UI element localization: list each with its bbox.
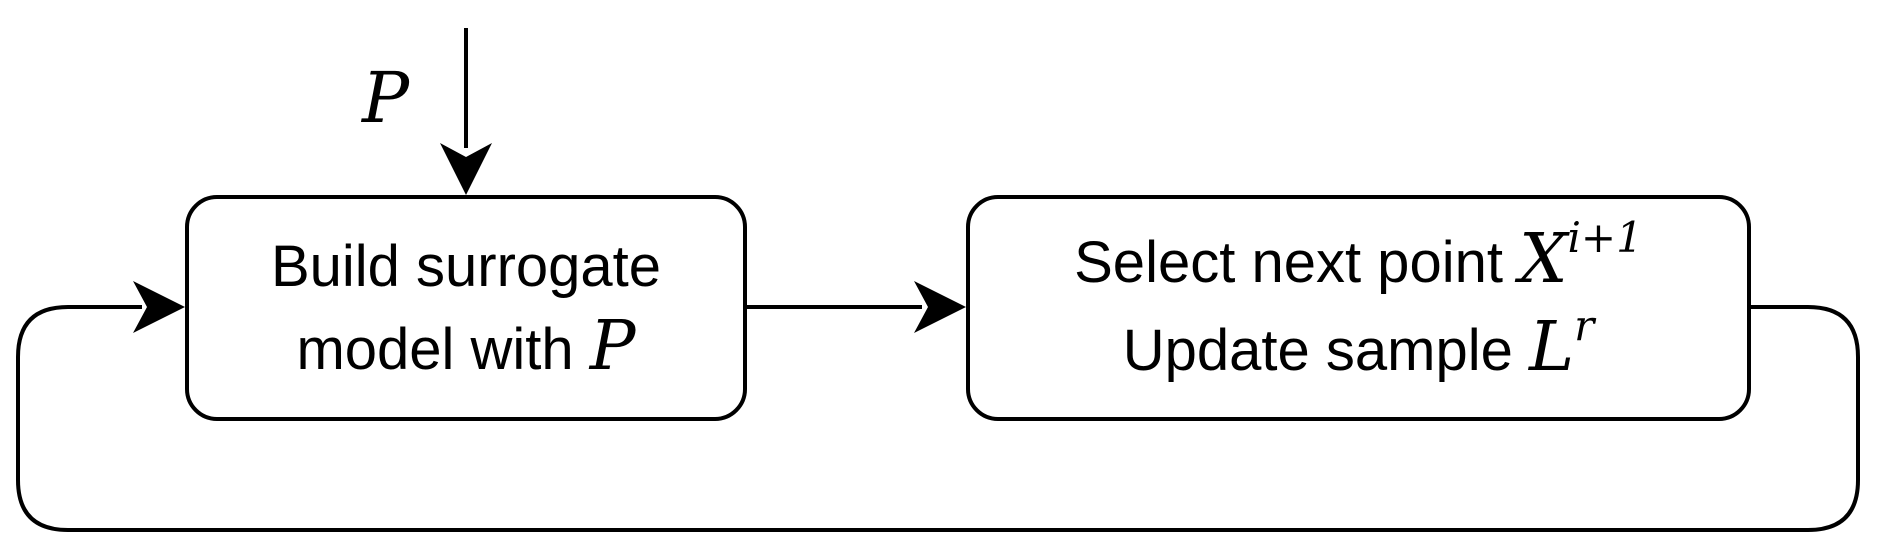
select-line-2: Update sample Lr bbox=[1122, 301, 1594, 396]
build-line-2: model with P bbox=[296, 307, 635, 390]
build-surrogate-box: Build surrogate model with P bbox=[185, 195, 747, 421]
input-label-p: P bbox=[362, 57, 410, 139]
build-line-2-text: model with bbox=[296, 316, 590, 382]
forward-arrow bbox=[747, 281, 966, 333]
input-arrow bbox=[440, 28, 492, 195]
build-line-1: Build surrogate bbox=[270, 233, 662, 299]
select-line-1: Select next point Xi+1 bbox=[1074, 213, 1643, 308]
select-line-1-text: Select next point bbox=[1074, 230, 1520, 295]
select-line-2-superscript: r bbox=[1574, 301, 1595, 350]
select-line-1-superscript: i+1 bbox=[1567, 213, 1643, 262]
feedback-loop-arrow bbox=[16, 281, 1860, 532]
select-update-box: Select next point Xi+1 Update sample Lr bbox=[966, 195, 1751, 421]
select-line-1-math: X bbox=[1519, 220, 1568, 299]
build-line-2-math: P bbox=[589, 306, 636, 386]
select-line-2-math: L bbox=[1529, 308, 1575, 387]
select-line-2-text: Update sample bbox=[1122, 318, 1529, 383]
